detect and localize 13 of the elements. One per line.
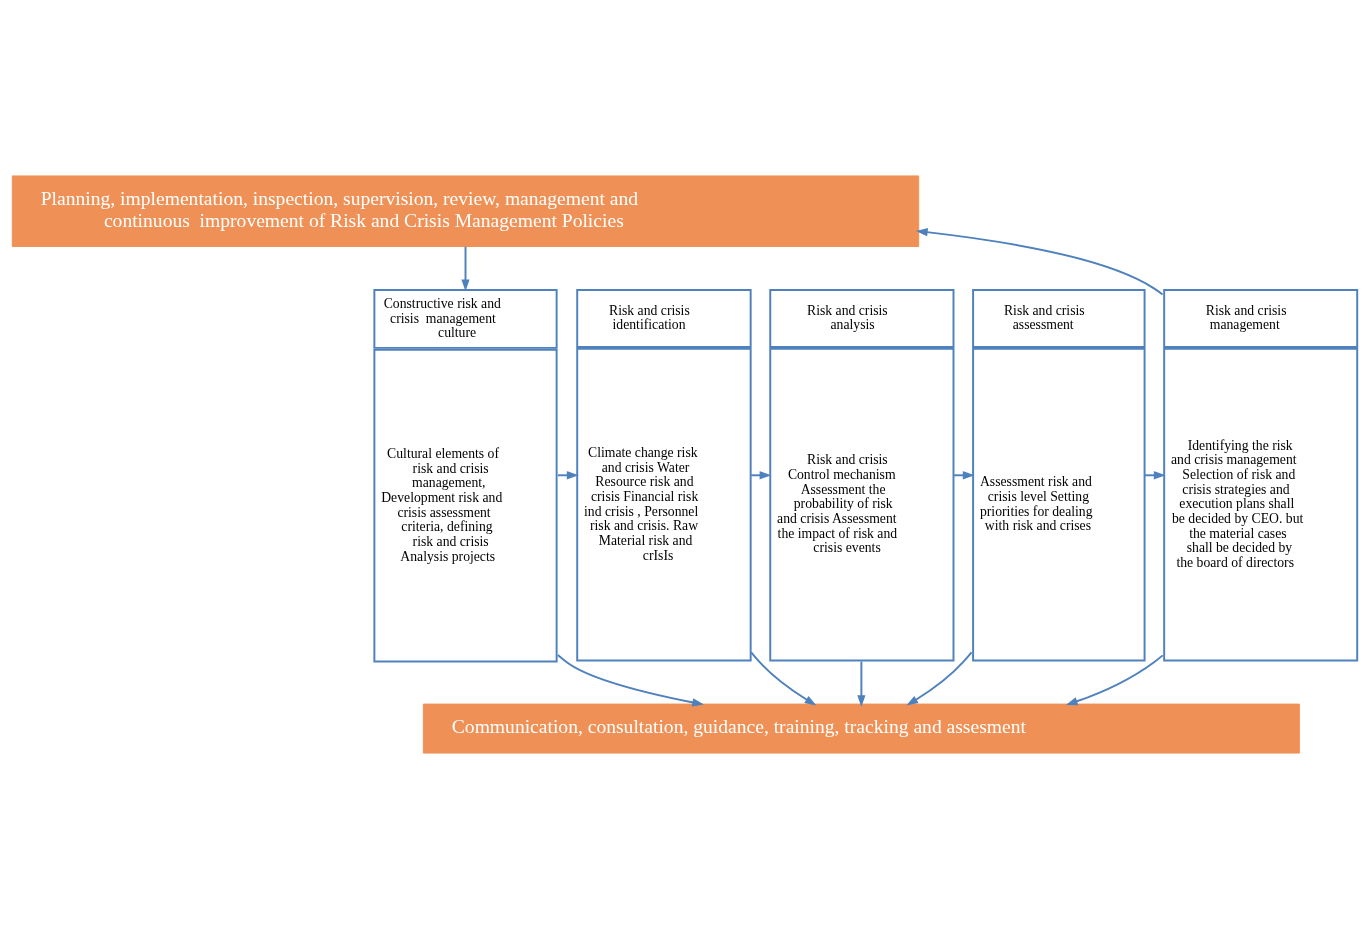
node-box: Planning, implementation, inspection, supervision, review, management and continuous improvement of Risk and Crisis Management Policies (11, 175, 920, 247)
arrow (953, 471, 975, 480)
arrow (906, 651, 973, 706)
arrow (915, 228, 1164, 296)
arrow (556, 654, 704, 707)
arrow (1065, 654, 1164, 706)
arrow (750, 651, 817, 706)
arrow (857, 660, 866, 708)
arrow (556, 471, 579, 480)
arrow (1144, 471, 1166, 480)
node-box: Communication, consultation, guidance, training, tracking and assesment (422, 703, 1300, 754)
arrow (461, 245, 470, 292)
arrow (750, 471, 772, 480)
